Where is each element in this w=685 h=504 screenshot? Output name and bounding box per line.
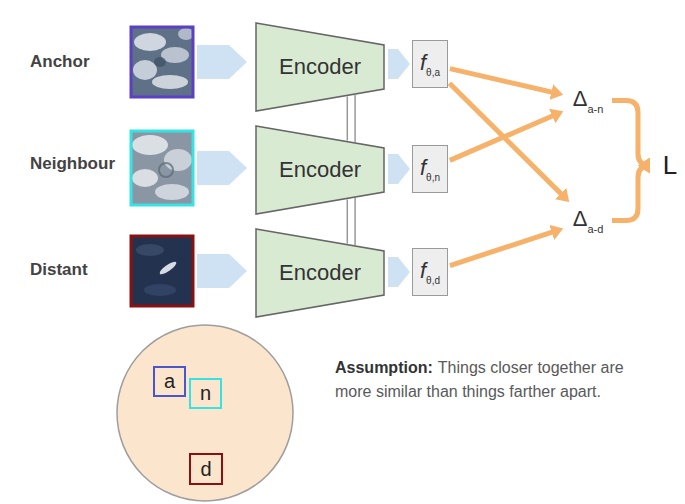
node-text-group: a	[164, 370, 175, 393]
node-label: f	[420, 258, 426, 283]
node-label: a	[164, 370, 175, 392]
node-text-group: Encoder	[279, 54, 361, 80]
node-text-group: Δa-d	[573, 206, 604, 235]
subscript-label: θ,n	[426, 172, 440, 183]
row-label: Neighbour	[30, 154, 115, 174]
distance-node: Δa-n	[566, 84, 610, 117]
node-label: Δ	[573, 206, 588, 231]
subscript-label: a-n	[587, 103, 603, 115]
node-label: d	[200, 458, 211, 480]
distance-arrow	[450, 232, 554, 266]
node-text-group: Δa-n	[573, 86, 604, 115]
distance-arrow	[450, 115, 554, 160]
input-arrow	[197, 151, 247, 185]
region-circle	[117, 325, 293, 501]
node-text-group: Encoder	[279, 157, 361, 183]
encoder-outline	[256, 229, 384, 317]
subscript-label: θ,a	[426, 67, 440, 78]
node-label: L	[663, 150, 677, 180]
node-text-group: fθ,d	[420, 258, 440, 286]
block-arrow	[388, 257, 410, 287]
loss-arrow	[612, 101, 650, 166]
node-label: n	[200, 382, 211, 404]
encoder-outline	[256, 23, 384, 111]
patch-box: a	[153, 366, 186, 397]
node-label: Encoder	[279, 260, 361, 285]
feature-box: fθ,n	[412, 145, 448, 193]
loss-arrow	[612, 166, 650, 221]
node-label: Δ	[573, 86, 588, 111]
node-text-group: n	[200, 382, 211, 405]
encoder-block: Encoder	[255, 228, 385, 318]
node-label: Encoder	[279, 157, 361, 182]
satellite-image	[131, 236, 193, 306]
satellite-image	[131, 27, 193, 97]
encoder-block: Encoder	[255, 22, 385, 112]
satellite-image	[131, 131, 193, 205]
node-label: Encoder	[279, 54, 361, 79]
loss-node: L	[660, 148, 680, 183]
shared-weights-link	[347, 198, 355, 245]
subscript-label: a-d	[587, 223, 603, 235]
row-label: Anchor	[30, 52, 90, 72]
node-label: f	[420, 50, 426, 75]
node-text-group: fθ,n	[420, 155, 440, 183]
note-text: Assumption:Things closer together are mo…	[335, 356, 627, 404]
block-arrow	[388, 154, 410, 184]
encoder-outline	[256, 126, 384, 214]
node-text-group: L	[663, 150, 677, 181]
patch-box: d	[189, 453, 223, 485]
subscript-label: θ,d	[426, 275, 440, 286]
feature-box: fθ,d	[412, 248, 448, 296]
feature-box: fθ,a	[412, 40, 448, 88]
patch-box: n	[189, 378, 222, 409]
image-frame	[131, 236, 193, 306]
note-heading: Assumption:	[335, 359, 433, 376]
node-text-group: fθ,a	[420, 50, 440, 78]
block-arrow	[388, 49, 410, 79]
shared-weights-link	[347, 95, 355, 142]
input-arrow	[197, 45, 247, 79]
distance-arrow	[450, 69, 553, 93]
distance-arrow	[449, 83, 562, 195]
node-text-group: d	[200, 458, 211, 481]
node-text-group: Encoder	[279, 260, 361, 286]
row-label: Distant	[30, 260, 88, 280]
input-arrow	[197, 254, 247, 288]
image-frame	[131, 131, 193, 205]
distance-node: Δa-d	[566, 204, 610, 237]
encoder-block: Encoder	[255, 125, 385, 215]
node-label: f	[420, 155, 426, 180]
image-frame	[131, 27, 193, 97]
